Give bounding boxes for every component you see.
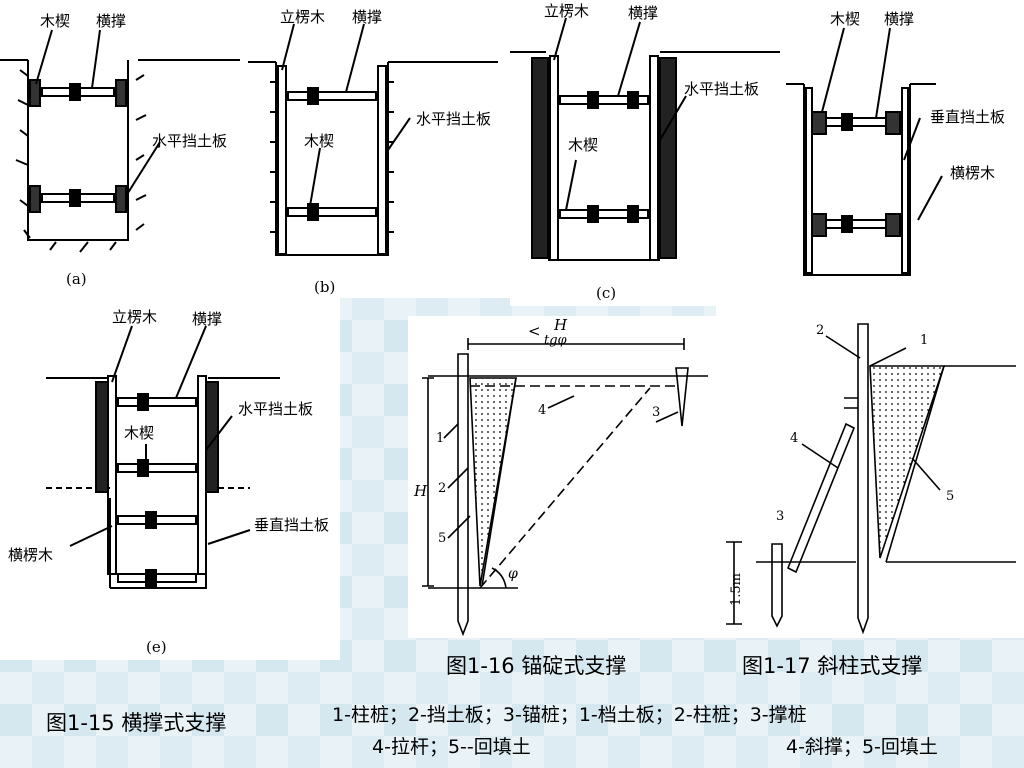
label-h-board: 水平挡土板 xyxy=(684,80,759,98)
num-4: 4 xyxy=(790,431,798,446)
fig-1-17: 2 1 3 4 5 1.5m xyxy=(716,306,1024,638)
legend-line-2-left: 4-拉杆；5--回填土 xyxy=(372,736,531,758)
label-h-wood: 横楞木 xyxy=(8,546,53,564)
sublabel-c: (c) xyxy=(596,284,616,302)
label-strut: 横撑 xyxy=(96,12,126,30)
legend-line-2-right: 4-斜撑；5-回填土 xyxy=(786,736,938,758)
label-strut: 横撑 xyxy=(628,4,658,22)
dim-top-num: H xyxy=(553,316,568,334)
panel-d-drawing: 木楔 横撑 垂直挡土板 横楞木 xyxy=(786,10,1005,276)
angle-phi: φ xyxy=(508,566,518,582)
num-1: 1 xyxy=(436,431,444,446)
fig-1-16-drawing: < H tgφ H φ 1 2 3 4 5 xyxy=(413,316,708,637)
label-v-wood: 立楞木 xyxy=(544,2,589,20)
dim-less: < xyxy=(528,322,541,340)
label-strut: 横撑 xyxy=(352,8,382,26)
panel-e-drawing: 立楞木 横撑 水平挡土板 木楔 垂直挡土板 横楞木 (e) xyxy=(8,308,329,656)
num-5: 5 xyxy=(946,489,954,504)
panel-b: 立楞木 横撑 水平挡土板 木楔 (b) xyxy=(248,0,510,298)
sublabel-b: (b) xyxy=(314,278,335,296)
label-wedge: 木楔 xyxy=(304,132,334,150)
label-h-board: 水平挡土板 xyxy=(238,400,313,418)
label-v-wood: 立楞木 xyxy=(112,308,157,326)
panel-a: 木楔 横撑 水平挡土板 (a) xyxy=(0,0,248,298)
label-v-wood: 立楞木 xyxy=(280,8,325,26)
num-5: 5 xyxy=(438,531,446,546)
num-4: 4 xyxy=(538,403,546,418)
fig-1-16: < H tgφ H φ 1 2 3 4 5 xyxy=(408,316,716,638)
num-3: 3 xyxy=(652,405,660,420)
label-wedge: 木楔 xyxy=(568,136,598,154)
num-3: 3 xyxy=(776,509,784,524)
panel-a-drawing: 木楔 横撑 水平挡土板 (a) xyxy=(0,12,240,288)
label-strut: 横撑 xyxy=(192,310,222,328)
panel-c: 立楞木 横撑 水平挡土板 木楔 (c) xyxy=(510,0,786,306)
caption-fig-1-15: 图1-15 横撑式支撑 xyxy=(46,711,227,735)
panel-d: 木楔 横撑 垂直挡土板 横楞木 xyxy=(786,0,1024,306)
dim-top-den: tgφ xyxy=(544,333,568,348)
panel-c-drawing: 立楞木 横撑 水平挡土板 木楔 (c) xyxy=(510,2,780,302)
label-h-wood: 横楞木 xyxy=(950,164,995,182)
panel-b-drawing: 立楞木 横撑 水平挡土板 木楔 (b) xyxy=(248,8,498,296)
label-v-board: 垂直挡土板 xyxy=(254,516,329,534)
caption-fig-1-16: 图1-16 锚碇式支撑 xyxy=(446,654,627,678)
label-wedge: 木楔 xyxy=(830,10,860,28)
num-2: 2 xyxy=(438,481,446,496)
label-h-board: 水平挡土板 xyxy=(416,110,491,128)
caption-fig-1-17: 图1-17 斜柱式支撑 xyxy=(742,654,923,678)
num-1: 1 xyxy=(920,333,928,348)
num-2: 2 xyxy=(816,323,824,338)
panel-e: 立楞木 横撑 水平挡土板 木楔 垂直挡土板 横楞木 (e) xyxy=(0,298,340,660)
label-strut: 横撑 xyxy=(884,10,914,28)
fig-1-17-drawing: 2 1 3 4 5 1.5m xyxy=(726,323,1016,635)
dim-1-5m: 1.5m xyxy=(729,573,744,606)
legend-line-1: 1-柱桩；2-挡土板；3-锚桩；1-档土板；2-柱桩；3-撑桩 xyxy=(332,704,807,726)
label-wedge: 木楔 xyxy=(40,12,70,30)
sublabel-a: (a) xyxy=(66,270,87,288)
label-v-board: 垂直挡土板 xyxy=(930,108,1005,126)
sublabel-e: (e) xyxy=(146,638,167,656)
label-wedge: 木楔 xyxy=(124,424,154,442)
label-h-board: 水平挡土板 xyxy=(152,132,227,150)
dim-h: H xyxy=(413,482,428,500)
